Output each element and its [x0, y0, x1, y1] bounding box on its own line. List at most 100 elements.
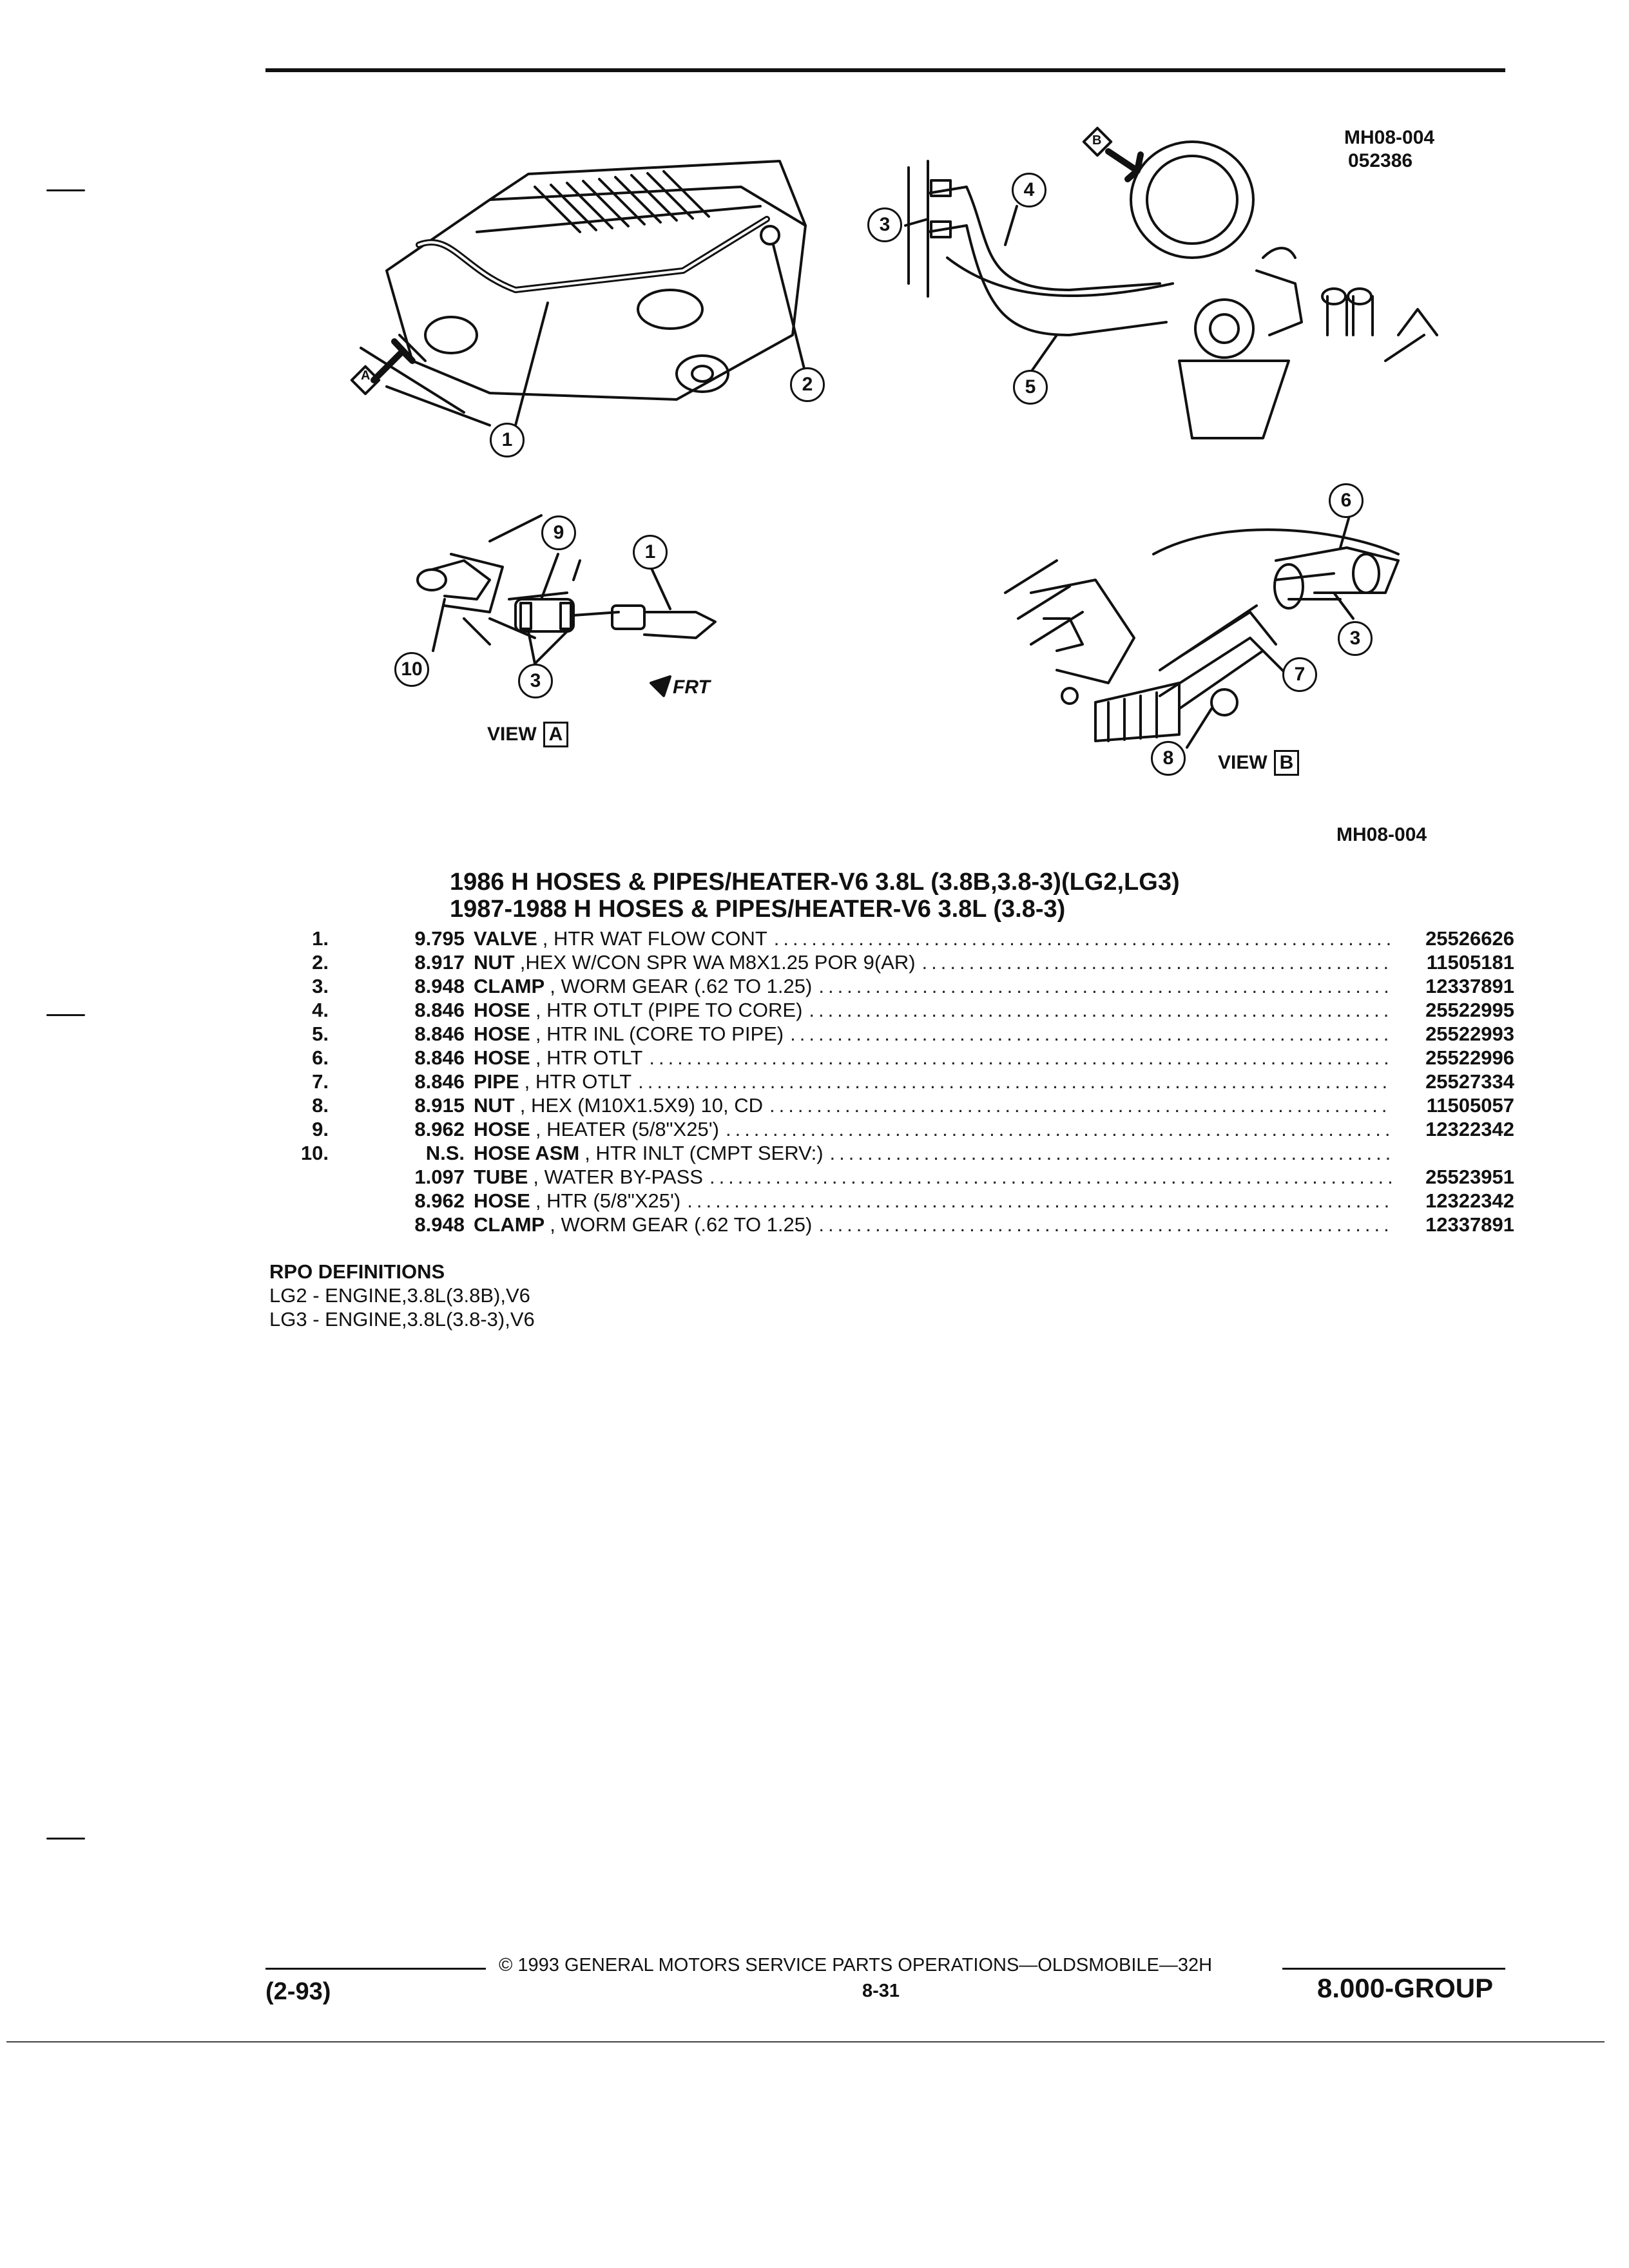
part-number: 25526626 — [1425, 927, 1514, 950]
bottom-rule — [6, 2041, 1605, 2042]
leader-dots: ........................................… — [921, 951, 1392, 974]
part-name: VALVE — [474, 927, 537, 950]
top-rule — [265, 68, 1505, 72]
leader-dots: ........................................… — [709, 1166, 1392, 1188]
part-number: 25522995 — [1425, 999, 1514, 1021]
item-number: 4. — [312, 999, 329, 1021]
group-code: N.S. — [425, 1142, 465, 1164]
engine-intake-view — [360, 160, 807, 427]
part-detail: , HTR OTLT (PIPE TO CORE) — [535, 999, 803, 1021]
callout-4: 4 — [1012, 173, 1046, 207]
leader-dots: ........................................… — [818, 1213, 1392, 1236]
group-code: 8.846 — [414, 999, 465, 1021]
part-description: HOSE, HTR OTLT..........................… — [474, 1046, 1392, 1070]
part-detail: , WATER BY-PASS — [533, 1166, 703, 1188]
part-description: HOSE ASM, HTR INLT (CMPT SERV:).........… — [474, 1141, 1392, 1165]
exploded-parts-diagram — [350, 126, 1438, 749]
parts-row: 6. 8.846 HOSE, HTR OTLT...................… — [258, 1046, 1514, 1070]
rpo-line: LG2 - ENGINE,3.8L(3.8B),V6 — [269, 1284, 530, 1307]
footer-rule-right — [1282, 1968, 1505, 1970]
leader-dots: ........................................… — [638, 1070, 1392, 1093]
item-number: 2. — [312, 951, 329, 974]
part-number: 12337891 — [1425, 975, 1514, 997]
margin-mark — [46, 1014, 85, 1016]
part-description: CLAMP, WORM GEAR (.62 TO 1.25)..........… — [474, 974, 1392, 998]
item-number: 1. — [312, 927, 329, 950]
section-title: 1986 H HOSES & PIPES/HEATER-V6 3.8L (3.8… — [450, 869, 1180, 896]
part-detail: , HTR INLT (CMPT SERV:) — [584, 1142, 824, 1164]
parts-row: 2. 8.917 NUT,HEX W/CON SPR WA M8X1.25 POR … — [258, 950, 1514, 974]
part-detail: , HTR WAT FLOW CONT — [542, 927, 767, 950]
group-code: 8.846 — [414, 1023, 465, 1045]
footer-copyright: © 1993 GENERAL MOTORS SERVICE PARTS OPER… — [499, 1955, 1213, 1975]
item-number: 8. — [312, 1094, 329, 1117]
footer-page-number: 8-31 — [862, 1981, 900, 2001]
part-name: CLAMP — [474, 975, 545, 997]
callout-1: 1 — [633, 535, 668, 570]
leader-dots: ........................................… — [687, 1189, 1392, 1212]
parts-row: 1.097 TUBE, WATER BY-PASS................… — [258, 1165, 1514, 1189]
leader-dots: ........................................… — [649, 1046, 1392, 1069]
part-detail: , HTR INL (CORE TO PIPE) — [535, 1023, 784, 1045]
part-detail: , HTR OTLT — [524, 1070, 632, 1093]
part-number: 12322342 — [1425, 1118, 1514, 1140]
figure-id: MH08-004 — [1344, 127, 1435, 148]
view-b-text: VIEW — [1218, 752, 1268, 773]
part-number: 25522996 — [1425, 1046, 1514, 1069]
part-name: TUBE — [474, 1166, 528, 1188]
footer-group: 8.000-GROUP — [1317, 1973, 1494, 2003]
group-code: 8.846 — [414, 1046, 465, 1069]
leader-dots: ........................................… — [790, 1023, 1392, 1045]
part-name: NUT — [474, 951, 515, 974]
group-code: 1.097 — [414, 1166, 465, 1188]
item-number: 3. — [312, 975, 329, 997]
part-description: NUT,HEX W/CON SPR WA M8X1.25 POR 9(AR)..… — [474, 950, 1392, 974]
part-name: NUT — [474, 1094, 515, 1117]
rpo-definitions: RPO DEFINITIONS LG2 - ENGINE,3.8L(3.8B),… — [269, 1260, 535, 1331]
part-name: CLAMP — [474, 1213, 545, 1236]
view-a-label: VIEW A — [487, 722, 569, 747]
frt-label: FRT — [673, 677, 710, 698]
part-number: 12322342 — [1425, 1189, 1514, 1212]
group-code: 8.948 — [414, 975, 465, 997]
group-code: 8.915 — [414, 1094, 465, 1117]
callout-9: 9 — [541, 515, 576, 550]
part-name: PIPE — [474, 1070, 519, 1093]
view-b-arrow — [1082, 126, 1144, 182]
leader-dots: ........................................… — [829, 1142, 1392, 1164]
view-a-letter: A — [543, 722, 569, 747]
parts-row: 3. 8.948 CLAMP, WORM GEAR (.62 TO 1.25)...… — [258, 974, 1514, 998]
callout-7: 7 — [1282, 657, 1317, 692]
part-description: VALVE, HTR WAT FLOW CONT................… — [474, 927, 1392, 950]
part-name: HOSE ASM — [474, 1142, 580, 1164]
group-code: 8.962 — [414, 1189, 465, 1212]
group-code: 8.846 — [414, 1070, 465, 1093]
view-b-detail — [1004, 501, 1400, 749]
front-arrow — [650, 675, 671, 697]
part-detail: , WORM GEAR (.62 TO 1.25) — [550, 1213, 813, 1236]
section-titles: 1986 H HOSES & PIPES/HEATER-V6 3.8L (3.8… — [450, 869, 1180, 923]
callout-10: 10 — [394, 652, 429, 687]
part-detail: , HEX (M10X1.5X9) 10, CD — [519, 1094, 764, 1117]
part-detail: , HTR OTLT — [535, 1046, 643, 1069]
part-detail: , HTR (5/8"X25') — [535, 1189, 681, 1212]
item-number: 6. — [312, 1046, 329, 1069]
part-description: HOSE, HTR OTLT (PIPE TO CORE)...........… — [474, 998, 1392, 1022]
leader-dots: ........................................… — [725, 1118, 1392, 1140]
part-number: 25523951 — [1425, 1166, 1514, 1188]
part-detail: , WORM GEAR (.62 TO 1.25) — [550, 975, 813, 997]
leader-dots: ........................................… — [773, 927, 1392, 950]
figure-bottom-id: MH08-004 — [1336, 824, 1427, 845]
part-description: HOSE, HTR (5/8"X25')....................… — [474, 1189, 1392, 1213]
part-number: 25522993 — [1425, 1023, 1514, 1045]
part-detail: ,HEX W/CON SPR WA M8X1.25 POR 9(AR) — [519, 951, 916, 974]
part-name: HOSE — [474, 1046, 530, 1069]
item-number: 9. — [312, 1118, 329, 1140]
group-code: 8.917 — [414, 951, 465, 974]
group-code: 8.962 — [414, 1118, 465, 1140]
